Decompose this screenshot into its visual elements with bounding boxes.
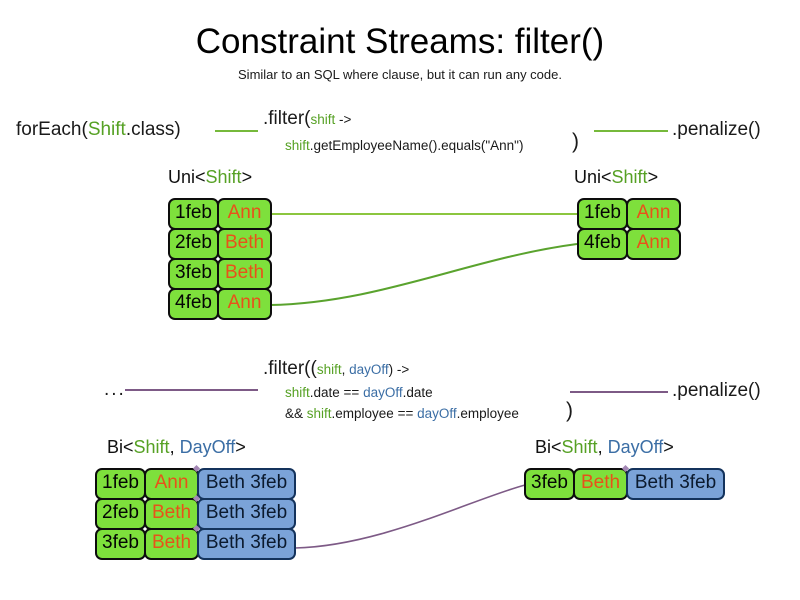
tuple-cell-name: Beth: [217, 258, 272, 290]
filter-bottom-comma: ,: [341, 362, 350, 377]
tuple-cell-name: Ann: [144, 468, 199, 500]
foreach-prefix: forEach(: [16, 119, 88, 140]
tuple-cell-name: Beth: [144, 528, 199, 560]
filter-bottom-l3-var1: shift: [306, 406, 332, 421]
tuple-cell-date: 2feb: [95, 498, 146, 530]
tuple-cell-date: 4feb: [168, 288, 219, 320]
filter-call-top-line1: .filter(shift ->: [263, 108, 351, 130]
uni-input-suffix: >: [241, 167, 253, 187]
filter-bottom-l3-op: &&: [285, 406, 307, 421]
tuple-cell-name: Ann: [217, 288, 272, 320]
tuple-cell-name: Beth: [144, 498, 199, 530]
page-subtitle: Similar to an SQL where clause, but it c…: [238, 67, 562, 82]
stream-label-bi-input: Bi<Shift, DayOff>: [107, 437, 246, 458]
bi-output-type1: Shift: [561, 437, 598, 457]
filter-bottom-l3-var2: dayOff: [417, 406, 457, 421]
tuple-cell-name: Ann: [626, 228, 681, 260]
bi-output-prefix: Bi<: [535, 437, 562, 457]
tuple-cell-date: 1feb: [95, 468, 146, 500]
penalize-call-top: .penalize(): [672, 119, 761, 140]
uni-input-prefix: Uni<: [168, 167, 206, 187]
tuple-cell-date: 3feb: [95, 528, 146, 560]
uni-input-type: Shift: [205, 167, 242, 187]
filter-top-arrow: ->: [335, 112, 352, 127]
uni-output-type: Shift: [611, 167, 648, 187]
bi-input-type1: Shift: [133, 437, 170, 457]
filter-bottom-param2: dayOff: [349, 362, 389, 377]
bi-input-type2: DayOff: [179, 437, 236, 457]
stream-label-uni-output: Uni<Shift>: [574, 167, 658, 188]
filter-top-body-rest: .getEmployeeName().equals("Ann"): [309, 138, 524, 153]
bi-input-prefix: Bi<: [107, 437, 134, 457]
tuple-cell-date: 1feb: [168, 198, 219, 230]
bi-output-suffix: >: [663, 437, 674, 457]
filter-top-closing-paren: ): [572, 130, 579, 153]
foreach-suffix: .class): [125, 119, 181, 140]
filter-bottom-l2-var1: shift: [285, 385, 310, 400]
foreach-type: Shift: [87, 119, 126, 140]
tuple-cell-name: Beth: [573, 468, 628, 500]
filter-bottom-closing-paren: ): [566, 399, 573, 422]
filter-top-keyword: .filter(: [263, 108, 311, 129]
tuple-cell-date: 4feb: [577, 228, 628, 260]
filter-call-top-line2: shift.getEmployeeName().equals("Ann"): [285, 136, 523, 155]
tuple-cell-date: 3feb: [168, 258, 219, 290]
tuple-cell-date: 2feb: [168, 228, 219, 260]
filter-call-bottom-line3: && shift.employee == dayOff.employee: [285, 404, 519, 423]
filter-bottom-l3-end: .employee: [456, 406, 519, 421]
filter-bottom-l2-var2: dayOff: [363, 385, 403, 400]
stream-label-bi-output: Bi<Shift, DayOff>: [535, 437, 674, 458]
filter-bottom-arrow: ) ->: [388, 362, 410, 377]
tuple-cell-name: Ann: [626, 198, 681, 230]
filter-bottom-l2-mid: .date ==: [309, 385, 364, 400]
tuple-cell-name: Ann: [217, 198, 272, 230]
tuple-cell-name: Beth: [217, 228, 272, 260]
penalize-call-bottom: .penalize(): [672, 380, 761, 401]
tuple-cell-dayoff: Beth 3feb: [626, 468, 725, 500]
filter-top-body-var: shift: [285, 138, 310, 153]
filter-call-bottom-line1: .filter((shift, dayOff) ->: [263, 358, 409, 380]
stream-label-uni-input: Uni<Shift>: [168, 167, 252, 188]
tuple-cell-dayoff: Beth 3feb: [197, 528, 296, 560]
bi-output-comma: ,: [597, 437, 608, 457]
uni-output-prefix: Uni<: [574, 167, 612, 187]
filter-bottom-param1: shift: [316, 362, 342, 377]
ellipsis-source: ...: [104, 379, 126, 400]
tuple-cell-date: 3feb: [524, 468, 575, 500]
bi-input-comma: ,: [169, 437, 180, 457]
flow-curve-bottom-1: [294, 484, 526, 549]
uni-output-suffix: >: [647, 167, 659, 187]
bi-input-suffix: >: [235, 437, 246, 457]
flow-curve-top-2: [269, 243, 578, 306]
tuple-cell-dayoff: Beth 3feb: [197, 498, 296, 530]
foreach-call: forEach(Shift.class): [16, 119, 181, 141]
filter-top-param: shift: [310, 112, 336, 127]
filter-call-bottom-line2: shift.date == dayOff.date: [285, 383, 433, 402]
filter-bottom-l3-mid: .employee ==: [331, 406, 418, 421]
page-title: Constraint Streams: filter(): [195, 22, 605, 61]
tuple-cell-dayoff: Beth 3feb: [197, 468, 296, 500]
filter-bottom-keyword: .filter((: [263, 358, 317, 379]
filter-bottom-l2-end: .date: [402, 385, 433, 400]
bi-output-type2: DayOff: [607, 437, 664, 457]
tuple-cell-date: 1feb: [577, 198, 628, 230]
